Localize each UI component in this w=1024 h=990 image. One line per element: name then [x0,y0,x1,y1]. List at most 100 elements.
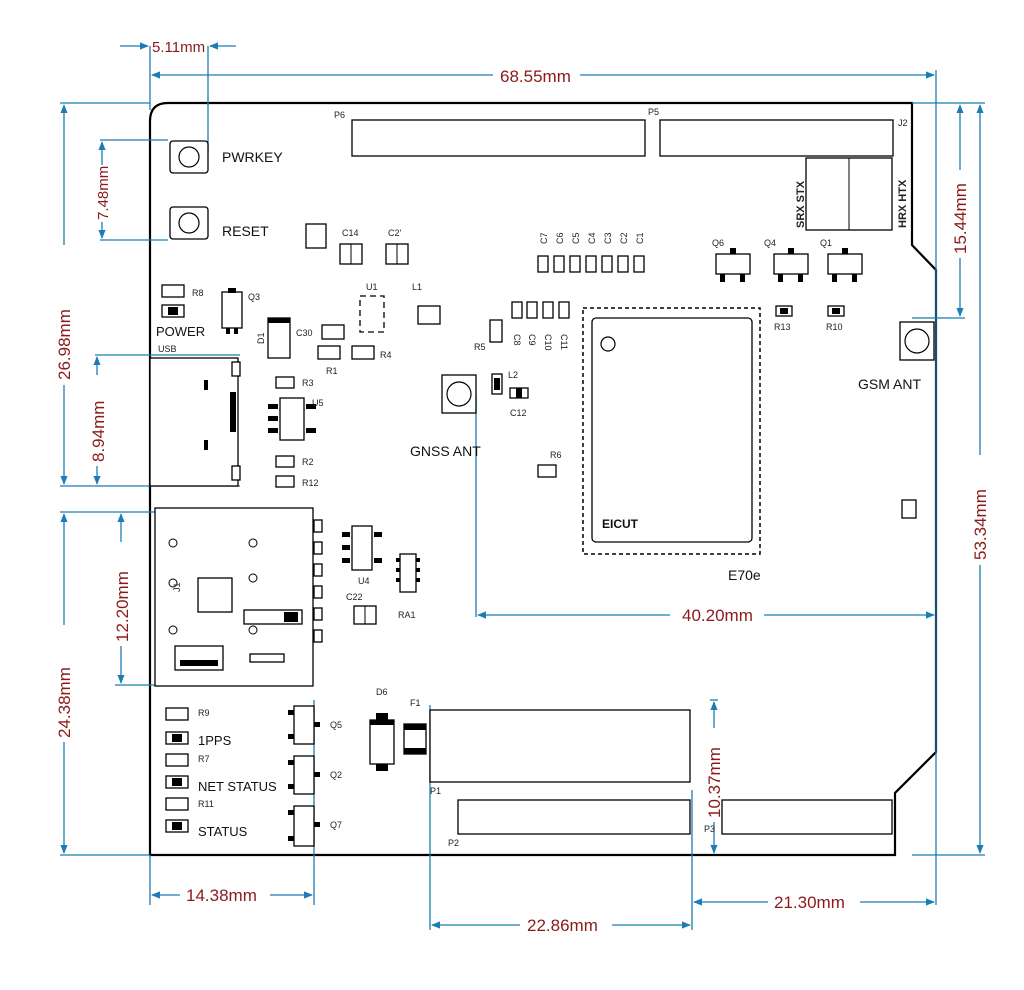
dim-10-37mm: 10.37mm [705,747,724,818]
r3-resistor [275,376,295,389]
c3-label: C3 [603,232,613,244]
r8-label: R8 [192,288,204,298]
c8-label: C8 [512,334,522,346]
header-p2-label: P2 [448,838,459,848]
pwrkey-button [169,140,209,174]
r7-label: R7 [198,754,210,764]
header-p2 [457,799,691,835]
header-p1 [429,709,691,783]
c10-label: C10 [543,334,553,351]
d1-diode [267,317,291,359]
header-p3-label: P3 [704,824,715,834]
header-p5-label: P5 [648,107,659,117]
r12-label: R12 [302,478,319,488]
gnss-ant-label: GNSS ANT [410,443,481,459]
r13-resistor [775,305,793,317]
module-label: E70e [728,567,761,583]
r2-label: R2 [302,457,314,467]
c14-capacitor [339,243,363,265]
c30-capacitor [321,324,345,340]
u5-chip [268,397,316,441]
c12-label: C12 [510,408,527,418]
r9-label: R9 [198,708,210,718]
r9-resistor [165,707,189,721]
c1-label: C1 [635,232,645,244]
f1-label: F1 [410,698,421,708]
dim-40-20mm: 40.20mm [682,606,753,625]
c14-label: C14 [342,228,359,238]
c21-capacitor [385,243,409,265]
f1-fuse [403,723,427,755]
r5-label: R5 [474,342,486,352]
q1-transistor [827,248,863,282]
pwrkey-label: PWRKEY [222,149,283,165]
u1-label: U1 [366,282,378,292]
component-square [305,223,327,249]
power-led [161,304,185,318]
q5-transistor [288,705,320,745]
r10-resistor [827,305,845,317]
gnss-antenna-connector [441,374,477,414]
small-pad-right [901,499,917,519]
c7-label: C7 [539,232,549,244]
r1-resistor [317,345,341,360]
q1-label: Q1 [820,238,832,248]
dim-7-48mm: 7.48mm [95,166,112,220]
status-led [165,819,189,833]
header-p5 [659,119,894,157]
r10-label: R10 [826,322,843,332]
u5-label: U5 [312,398,324,408]
r11-resistor [165,797,189,811]
q6-label: Q6 [712,238,724,248]
status-label: STATUS [198,824,248,839]
header-p6-label: P6 [334,110,345,120]
q4-transistor [773,248,809,282]
q2-label: Q2 [330,770,342,780]
pps-led [165,731,189,745]
ra1-label: RA1 [398,610,416,620]
c9-label: C9 [527,334,537,346]
c4-label: C4 [587,232,597,244]
l1-label: L1 [412,282,422,292]
j1-label: J1 [172,582,182,592]
ra1-resistor-array [396,553,420,593]
r6-resistor [537,464,557,478]
q6-transistor [715,248,751,282]
r11-label: R11 [198,799,214,809]
r5-resistor [489,319,503,343]
u1-regulator [359,295,385,333]
dim-12-20mm: 12.20mm [113,571,132,642]
c6-label: C6 [555,232,565,244]
capacitor-row-top [537,255,645,273]
net-status-led [165,775,189,789]
dim-15-44mm: 15.44mm [951,183,970,254]
reset-label: RESET [222,223,269,239]
module-brand-label: EICUT [602,517,639,531]
c2-label: C2 [619,232,629,244]
dim-24-38mm: 24.38mm [55,667,74,738]
capacitor-row-module [511,301,570,319]
dim-21-30mm: 21.30mm [774,893,845,912]
c11-label: C11 [559,334,569,350]
dim-68-55mm: 68.55mm [500,67,571,86]
u4-chip [342,525,382,571]
gsm-antenna-connector [899,321,935,361]
u4-label: U4 [358,576,370,586]
r4-resistor [351,345,375,360]
usb-connector [149,357,241,487]
q3-label: Q3 [248,292,260,302]
d6-diode [369,713,395,771]
r13-label: R13 [774,322,791,332]
dimension-lines [60,42,985,930]
r2-resistor [275,455,295,468]
q5-label: Q5 [330,720,342,730]
dim-22-86mm: 22.86mm [527,916,598,935]
e70e-module [582,307,761,555]
r4-label: R4 [380,350,392,360]
r1-label: R1 [326,366,338,376]
q7-transistor [288,805,320,847]
r12-resistor [275,475,295,488]
d6-label: D6 [376,687,388,697]
net-status-label: NET STATUS [198,779,277,794]
